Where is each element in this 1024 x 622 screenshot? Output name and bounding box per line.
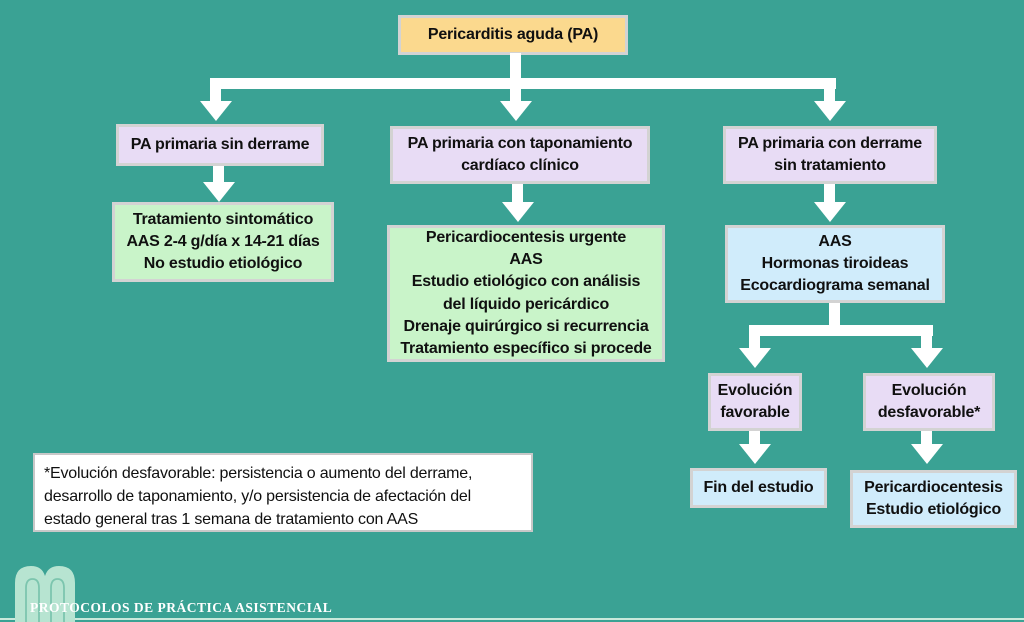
node-pericarditis-aguda: Pericarditis aguda (PA) — [398, 15, 628, 55]
node-evolucion-desfavorable: Evolución desfavorable* — [863, 373, 995, 431]
node-aas-hormonas: AAS Hormonas tiroideas Ecocardiograma se… — [725, 225, 945, 303]
arrow-down-icon — [814, 202, 846, 222]
node-tratamiento-sintomatico: Tratamiento sintomático AAS 2-4 g/día x … — [112, 202, 334, 282]
footer-divider — [0, 618, 1024, 620]
node-pericardiocentesis-urgente: Pericardiocentesis urgente AAS Estudio e… — [387, 225, 665, 362]
node-pa-taponamiento: PA primaria con taponamiento cardíaco cl… — [390, 126, 650, 184]
arrow-down-icon — [739, 444, 771, 464]
connector-left-stem — [210, 89, 221, 103]
connector-aas-hbar — [749, 325, 933, 336]
node-evolucion-favorable: Evolución favorable — [708, 373, 802, 431]
arrow-down-icon — [502, 202, 534, 222]
arrow-down-icon — [911, 444, 943, 464]
arrow-down-icon — [814, 101, 846, 121]
arrow-down-icon — [739, 348, 771, 368]
arrow-down-icon — [200, 101, 232, 121]
connector-sin-derrame-stem — [213, 166, 224, 186]
footer-brand-text: PROTOCOLOS DE PRÁCTICA ASISTENCIAL — [30, 600, 333, 615]
connector-right-stem — [824, 89, 835, 103]
arrow-down-icon — [911, 348, 943, 368]
node-pericardiocentesis-estudio: Pericardiocentesis Estudio etiológico — [850, 470, 1017, 528]
double-arch-m-logo-icon — [15, 566, 75, 622]
arrow-down-icon — [500, 101, 532, 121]
connector-peri-stem — [921, 431, 932, 446]
node-fin-estudio: Fin del estudio — [690, 468, 827, 508]
connector-desfavorable-stem — [921, 336, 932, 350]
connector-fin-stem — [749, 431, 760, 446]
connector-aas-stem — [829, 303, 840, 329]
node-pa-sin-derrame: PA primaria sin derrame — [116, 124, 324, 166]
arrow-down-icon — [203, 182, 235, 202]
connector-taponamiento-stem — [512, 184, 523, 204]
connector-favorable-stem — [749, 336, 760, 350]
connector-root-hbar — [210, 78, 836, 89]
footnote-evolucion-desfavorable: *Evolución desfavorable: persistencia o … — [33, 453, 533, 532]
connector-con-derrame-stem — [824, 184, 835, 204]
node-pa-con-derrame: PA primaria con derrame sin tratamiento — [723, 126, 937, 184]
